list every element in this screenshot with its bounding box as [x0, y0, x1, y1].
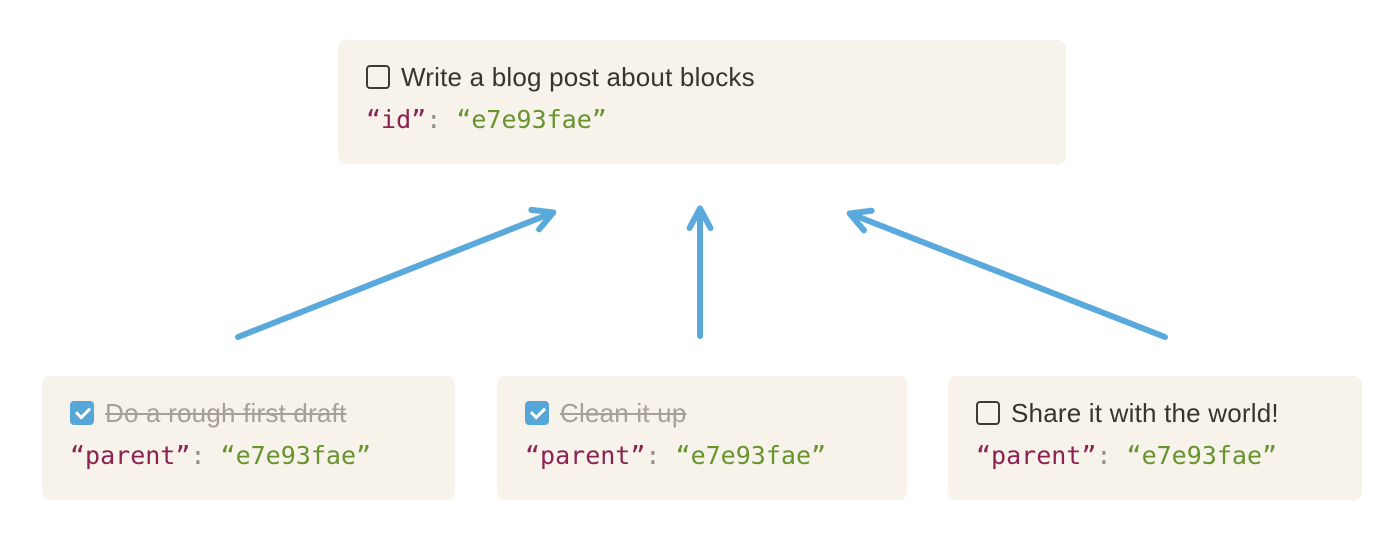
- code-separator: :: [1096, 441, 1127, 470]
- arrow-right-to-parent-icon: [846, 207, 1168, 340]
- subtask-title: Clean it up: [560, 398, 687, 428]
- checkbox-icon[interactable]: [976, 401, 1000, 425]
- code-key: “parent”: [525, 441, 646, 470]
- subtask-card-rough-draft: Do a rough first draft “parent”: “e7e93f…: [42, 376, 455, 500]
- code-value: “e7e93fae”: [456, 105, 607, 134]
- code-key: “id”: [366, 105, 427, 134]
- subtask-card-share: Share it with the world! “parent”: “e7e9…: [948, 376, 1362, 500]
- subtask-parent-code: “parent”: “e7e93fae”: [70, 443, 427, 468]
- subtask-parent-code: “parent”: “e7e93fae”: [976, 443, 1334, 468]
- checkbox-checked-icon[interactable]: [525, 401, 549, 425]
- code-value: “e7e93fae”: [1126, 441, 1278, 470]
- subtask-row: Clean it up: [525, 400, 879, 426]
- checkbox-checked-icon[interactable]: [70, 401, 94, 425]
- code-separator: :: [190, 441, 221, 470]
- parent-task-card: Write a blog post about blocks “id”: “e7…: [338, 40, 1066, 164]
- arrow-left-to-parent-icon: [235, 206, 557, 340]
- code-separator: :: [645, 441, 676, 470]
- parent-task-title: Write a blog post about blocks: [401, 62, 755, 92]
- code-separator: :: [426, 105, 457, 134]
- code-value: “e7e93fae”: [220, 441, 372, 470]
- subtask-row: Do a rough first draft: [70, 400, 427, 426]
- checkbox-icon[interactable]: [366, 65, 390, 89]
- subtask-title: Share it with the world!: [1011, 398, 1279, 428]
- subtask-card-clean-up: Clean it up “parent”: “e7e93fae”: [497, 376, 907, 500]
- code-value: “e7e93fae”: [675, 441, 827, 470]
- subtask-title: Do a rough first draft: [105, 398, 347, 428]
- code-key: “parent”: [976, 441, 1097, 470]
- subtask-parent-code: “parent”: “e7e93fae”: [525, 443, 879, 468]
- subtask-row: Share it with the world!: [976, 400, 1334, 426]
- parent-task-row: Write a blog post about blocks: [366, 64, 1038, 90]
- code-key: “parent”: [70, 441, 191, 470]
- parent-task-id-code: “id”: “e7e93fae”: [366, 107, 1038, 132]
